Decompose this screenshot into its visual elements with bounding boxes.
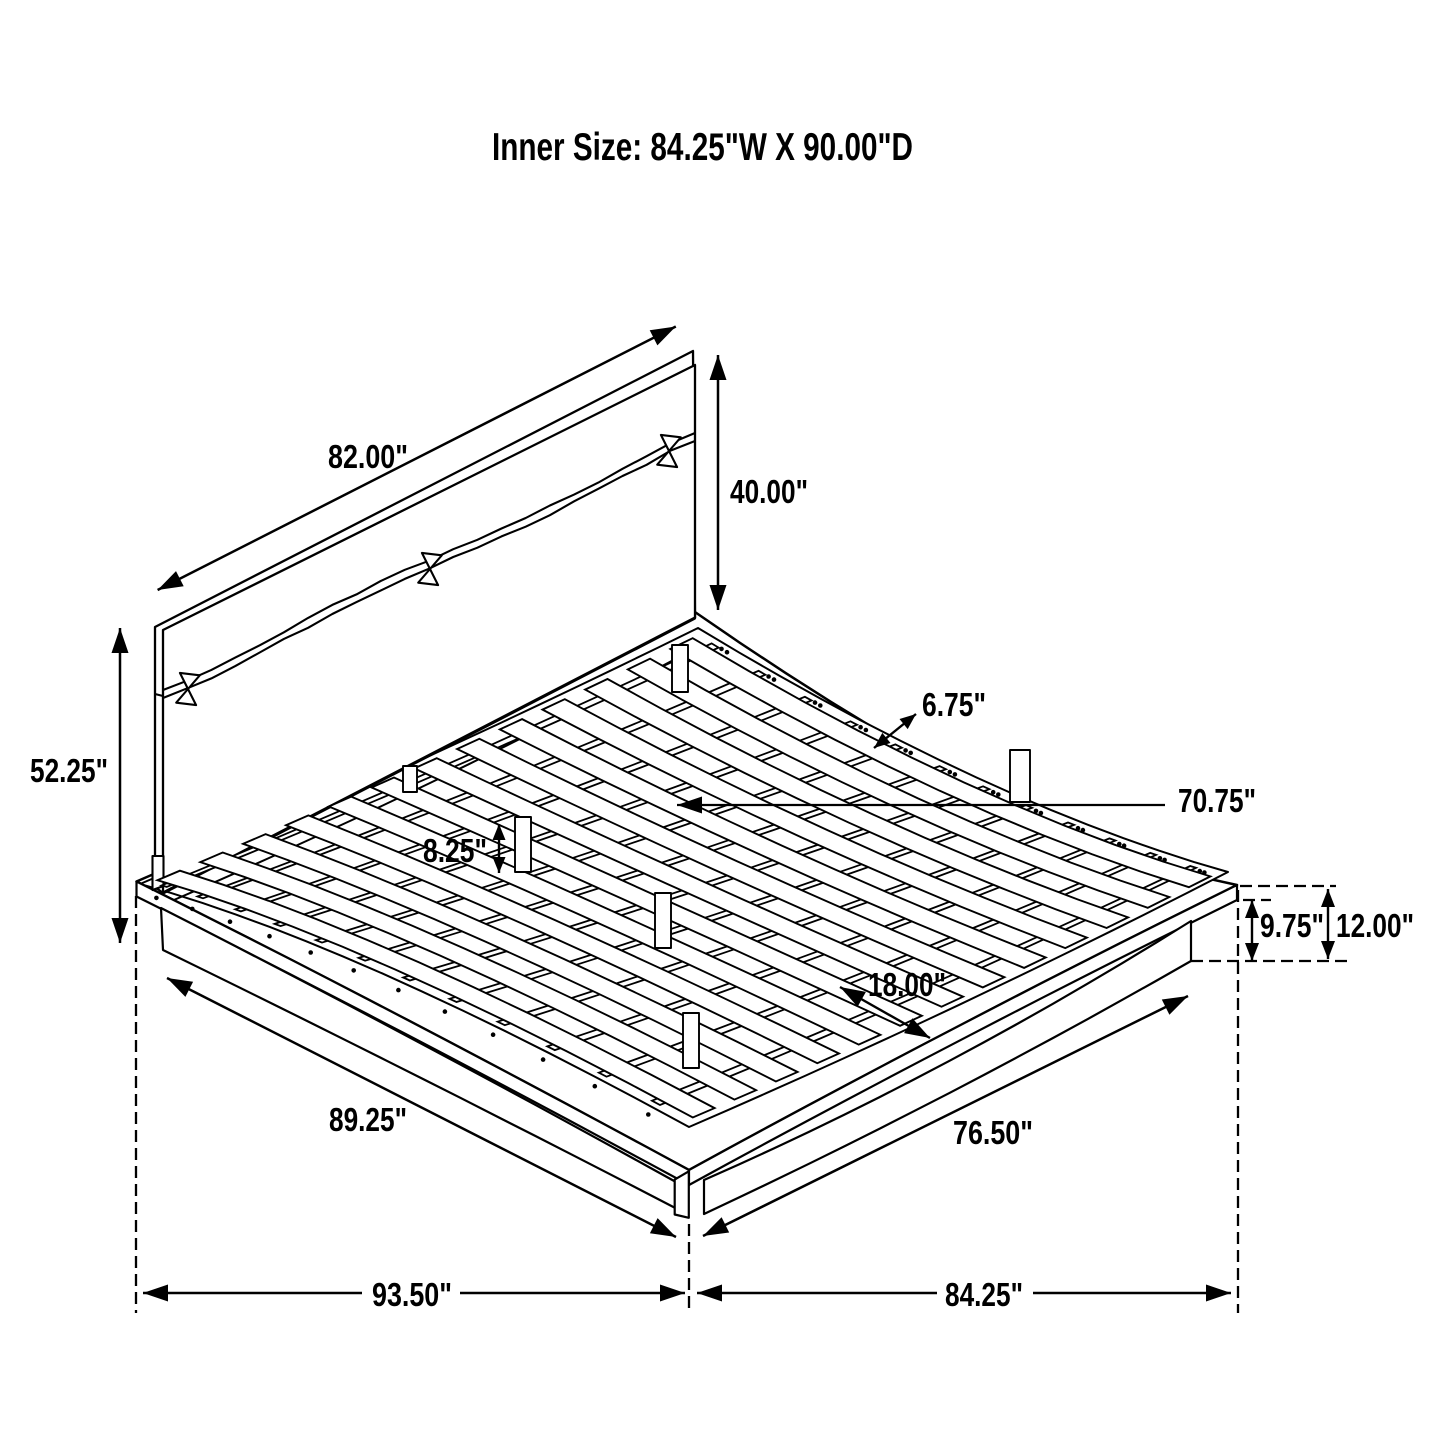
svg-text:70.75": 70.75": [1178, 782, 1256, 819]
svg-text:12.00": 12.00": [1336, 907, 1414, 944]
svg-text:6.75": 6.75": [922, 686, 986, 723]
svg-text:18.00": 18.00": [868, 966, 946, 1003]
svg-text:93.50": 93.50": [372, 1276, 452, 1313]
svg-text:76.50": 76.50": [953, 1114, 1033, 1151]
svg-text:9.75": 9.75": [1260, 907, 1324, 944]
svg-text:Inner Size: 84.25"W X 90.00"D: Inner Size: 84.25"W X 90.00"D: [492, 126, 913, 169]
svg-text:89.25": 89.25": [329, 1101, 407, 1138]
svg-text:84.25": 84.25": [945, 1276, 1023, 1313]
svg-text:40.00": 40.00": [730, 473, 808, 510]
svg-text:52.25": 52.25": [30, 752, 108, 789]
svg-text:8.25": 8.25": [423, 832, 487, 869]
svg-text:82.00": 82.00": [328, 438, 408, 475]
